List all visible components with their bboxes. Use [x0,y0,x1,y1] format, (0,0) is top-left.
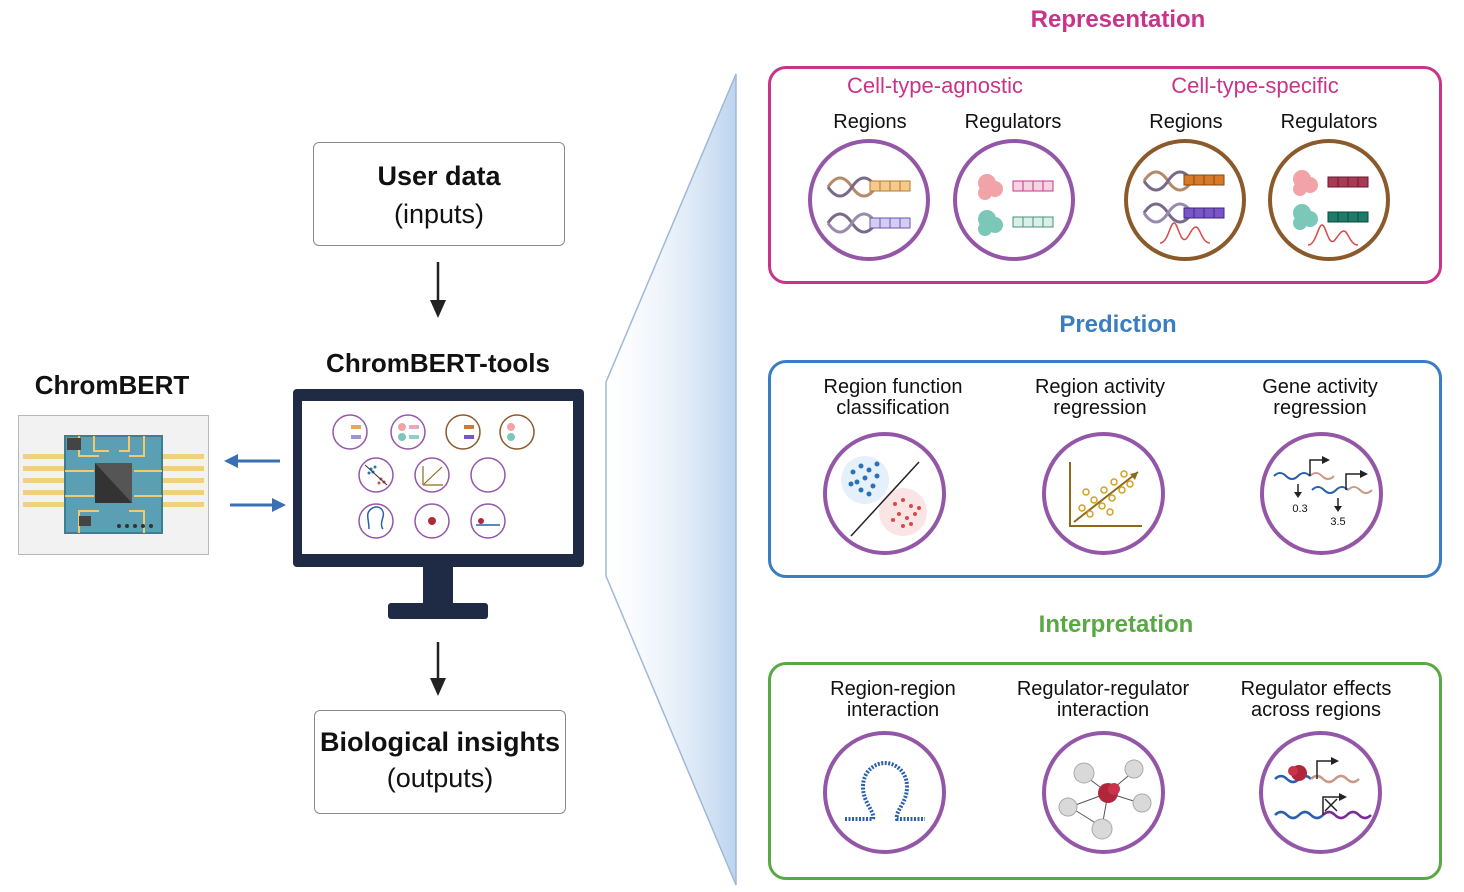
gene-value-2: 3.5 [1330,516,1345,528]
chip-icon [23,435,204,534]
circle-region-interaction [823,731,946,854]
user-data-box: User data (inputs) [313,142,565,246]
prediction-title: Prediction [1059,311,1177,338]
chip-image [18,415,209,555]
monitor-icon [293,389,584,619]
user-data-subtitle: (inputs) [393,199,485,229]
dna-specific-embedding-icon [1142,170,1225,244]
circle-regulator-effects [1259,731,1382,854]
circle-regulators-agnostic [953,139,1075,261]
circle-regions-agnostic [808,139,930,261]
insights-title: Biological insights [319,727,561,757]
zoom-wedge [605,73,737,886]
interpretation-title: Interpretation [1038,611,1194,638]
rep-label-regions-agnostic: Regions [833,111,907,133]
representation-title: Representation [1030,6,1206,33]
circle-regulator-interaction [1042,731,1165,854]
interp-label-region-region-text: Region-region interaction [830,678,956,721]
rep-label-regulators-specific: Regulators [1280,111,1378,133]
regression-icon [1069,462,1142,527]
rep-label-regions-specific: Regions [1149,111,1223,133]
pred-label-region-activity: Region activity regression [1000,377,1200,419]
rep-label-regulators-agnostic: Regulators [964,111,1062,133]
gene-activity-icon: 0.3 3.5 [1273,456,1373,528]
insights-box: Biological insights (outputs) [314,710,566,814]
insights-subtitle: (outputs) [386,763,494,793]
protein-specific-embedding-icon [1293,170,1369,246]
pred-label-gene-activity-text: Gene activity regression [1262,376,1378,419]
pred-label-gene-activity: Gene activity regression [1220,377,1420,419]
pred-label-region-function-text: Region function classification [823,376,963,419]
pred-label-region-function: Region function classification [793,377,993,419]
down-arrow-inputs [430,262,446,318]
interp-label-regulator-effects-text: Regulator effects across regions [1240,678,1392,721]
protein-embedding-icon [978,174,1054,236]
down-arrow-outputs [430,642,446,696]
interp-label-region-region: Region-region interaction [793,679,993,721]
group-label-specific: Cell-type-specific [1171,73,1339,98]
interp-label-regulator-effects: Regulator effects across regions [1216,679,1416,721]
circle-gene-regression: 0.3 3.5 [1260,432,1383,555]
monitor [293,389,584,619]
interp-label-regulator-regulator-text: Regulator-regulator interaction [1016,678,1190,721]
regulator-effects-icon [1274,757,1372,820]
circle-region-regression [1042,432,1165,555]
circle-regulators-specific [1268,139,1390,261]
user-data-title: User data [377,161,501,191]
dna-embedding-icon [826,176,911,234]
pred-label-region-activity-text: Region activity regression [1034,376,1166,419]
tools-title: ChromBERT-tools [326,348,550,378]
bidirectional-arrows [224,454,286,512]
regulator-network-icon [1058,759,1152,840]
interp-label-regulator-regulator: Regulator-regulator interaction [1003,679,1203,721]
chromatin-loop-icon [845,760,925,821]
gene-value-1: 0.3 [1292,503,1307,515]
chrombert-title: ChromBERT [34,370,190,400]
circle-regions-specific [1124,139,1246,261]
group-label-agnostic: Cell-type-agnostic [846,73,1024,98]
circle-region-classification [823,432,946,555]
classification-icon [841,456,927,537]
